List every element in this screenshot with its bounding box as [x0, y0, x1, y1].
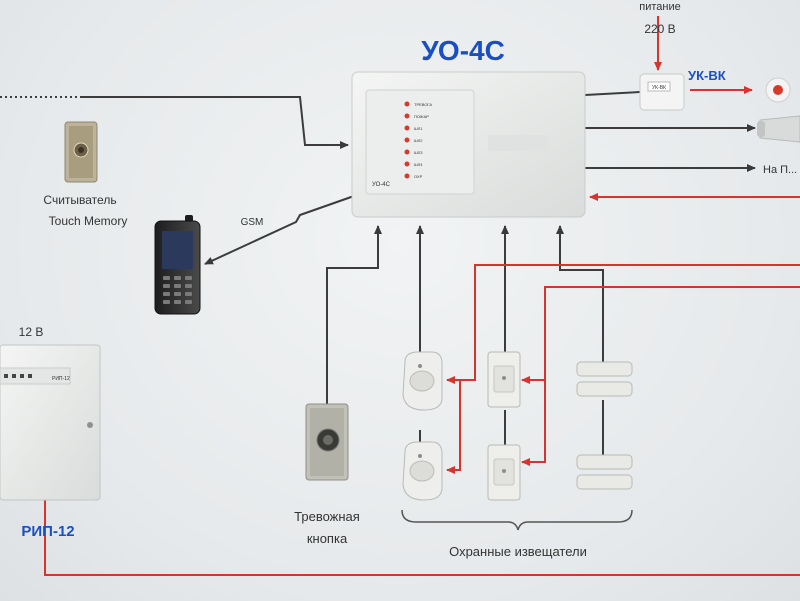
wire-gsm-to-phone	[204, 195, 355, 265]
glass-break-detector-bottom	[487, 444, 521, 501]
panic-label-line2: кнопка	[307, 531, 348, 546]
led-label-5: ШЛ3	[414, 150, 423, 155]
led-label-2: ПОЖАР	[414, 114, 429, 119]
svg-text:РИП-12: РИП-12	[52, 376, 70, 382]
alarm-lamp-icon	[765, 77, 791, 103]
reader-label-line1: Считыватель	[43, 193, 116, 207]
controller-leds	[404, 101, 410, 179]
magnetic-contact-top-2	[576, 381, 633, 397]
reader-label-line2: Touch Memory	[49, 214, 128, 228]
red-wire-col2-lower	[521, 380, 546, 466]
uk-vk-label: УК-ВК	[688, 68, 726, 83]
gsm-label: GSM	[241, 217, 264, 228]
pir-detector-bottom	[402, 441, 443, 501]
panic-label-line1: Тревожная	[294, 509, 360, 524]
led-label-6: ШЛ4	[414, 162, 423, 167]
controller-panel-label: УО-4С	[372, 182, 391, 188]
led-label-3: ШЛ1	[414, 126, 423, 131]
pir-detector-top	[402, 351, 443, 411]
red-wires	[44, 16, 800, 576]
psu-voltage-label: 12 В	[19, 325, 44, 339]
detectors-group-brace	[401, 509, 633, 531]
wire-to-power-box	[584, 91, 641, 96]
led-label-1: ТРЕВОГА	[414, 102, 432, 107]
uk-vk-relay: УК-ВК	[639, 73, 685, 111]
controller-uo4c: ТРЕВОГА ПОЖАР ШЛ1 ШЛ2 ШЛ3 ШЛ4 ОХР УО-4С	[351, 71, 586, 218]
to-pc-label: На П...	[763, 164, 797, 176]
red-wire-mid-bus	[521, 286, 800, 384]
magnetic-contact-bottom-1	[576, 454, 633, 470]
magnetic-contact-bottom-2	[576, 474, 633, 490]
wire-detector-col3	[556, 225, 604, 362]
touch-memory-reader	[64, 121, 98, 183]
led-label-4: ШЛ2	[414, 138, 423, 143]
dark-wires	[0, 91, 756, 455]
detectors-group-label: Охранные извещатели	[449, 544, 587, 559]
red-wire-col1-lower	[446, 380, 461, 474]
panic-button	[305, 403, 349, 481]
glass-break-detector-top	[487, 351, 521, 408]
power-label-line2: 220 В	[644, 22, 675, 36]
psu-name-label: РИП-12	[21, 523, 74, 540]
wire-panic-to-controller	[326, 225, 382, 405]
psu-rip12: РИП-12	[0, 344, 101, 501]
svg-text:УК-ВК: УК-ВК	[652, 85, 666, 91]
wire-reader-to-controller	[80, 96, 349, 149]
led-label-7: ОХР	[414, 174, 423, 179]
siren-icon	[757, 115, 800, 143]
power-label-line1: питание	[639, 1, 680, 13]
controller-title: УО-4С	[421, 35, 505, 66]
mobile-phone-icon	[154, 215, 201, 315]
magnetic-contact-top-1	[576, 361, 633, 377]
red-wire-psu-bottom	[44, 500, 800, 576]
